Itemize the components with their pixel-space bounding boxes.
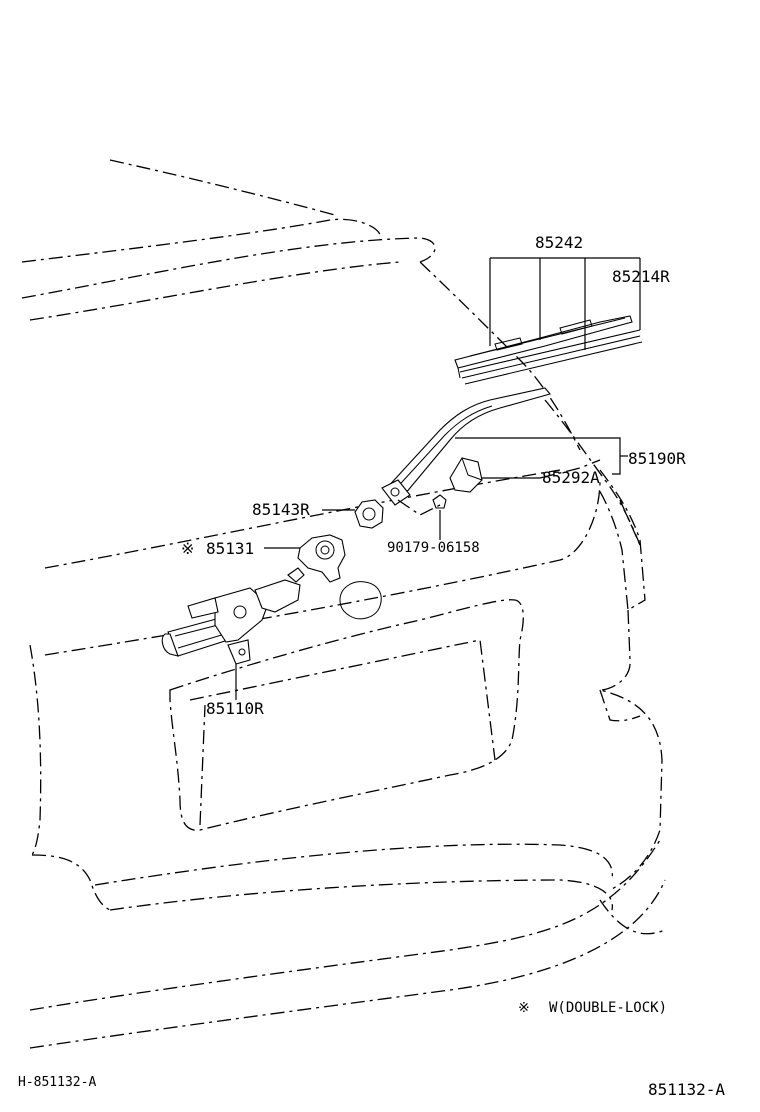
wiper-blade-assembly bbox=[454, 257, 643, 385]
part-label-90179-06158: 90179-06158 bbox=[387, 540, 480, 556]
part-label-85110r: 85110R bbox=[206, 699, 264, 718]
legend-text: W(DOUBLE-LOCK) bbox=[549, 1000, 668, 1016]
part-label-85242: 85242 bbox=[535, 233, 584, 252]
part-label-85292a: 85292A bbox=[542, 468, 600, 487]
part-label-85214r: 85214R bbox=[612, 267, 670, 286]
part-label-85143r: 85143R bbox=[252, 500, 310, 519]
wiper-arm bbox=[381, 387, 628, 540]
pivot-85131 bbox=[264, 534, 346, 583]
illustration-code-right: 851132-A bbox=[648, 1080, 726, 1099]
double-lock-mark-85131: ※ bbox=[181, 539, 195, 558]
part-label-85190r: 85190R bbox=[628, 449, 686, 468]
wiper-motor bbox=[161, 567, 305, 700]
illustration-code-left: H-851132-A bbox=[18, 1075, 97, 1090]
grommet-85143r bbox=[322, 499, 384, 529]
part-label-85131: 85131 bbox=[206, 539, 255, 558]
vehicle-body-outline bbox=[21, 159, 666, 1049]
legend-mark: ※ bbox=[518, 1000, 530, 1016]
